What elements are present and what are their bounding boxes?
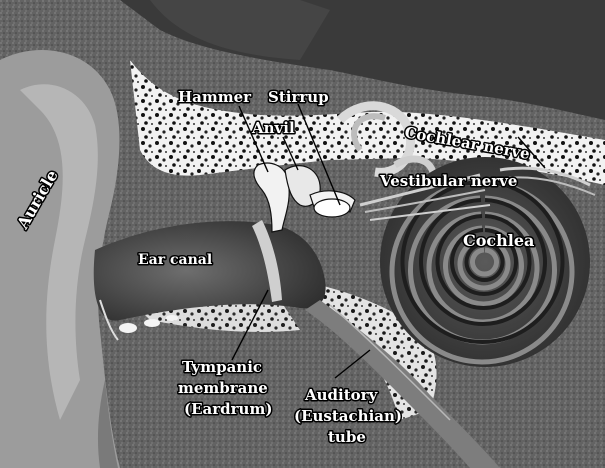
auditory-tube-label-line2: (Eustachian) (294, 407, 402, 425)
auditory-tube-label-line3: tube (328, 428, 366, 446)
stirrup-label: Stirrup (268, 88, 329, 106)
auditory-tube-label-line1: Auditory (304, 386, 379, 404)
ear-canal-label: Ear canal (138, 252, 212, 268)
cochlea-label: Cochlea (463, 231, 534, 250)
hammer-label: Hammer (178, 88, 252, 106)
tympanic-membrane-label-line2: membrane (178, 379, 268, 397)
tympanic-membrane-label-line1: Tympanic (182, 358, 262, 376)
anvil-label: Anvil (251, 119, 295, 137)
tympanic-membrane-label-line3: (Eardrum) (184, 400, 272, 418)
vestibular-nerve-label: Vestibular nerve (379, 172, 517, 190)
